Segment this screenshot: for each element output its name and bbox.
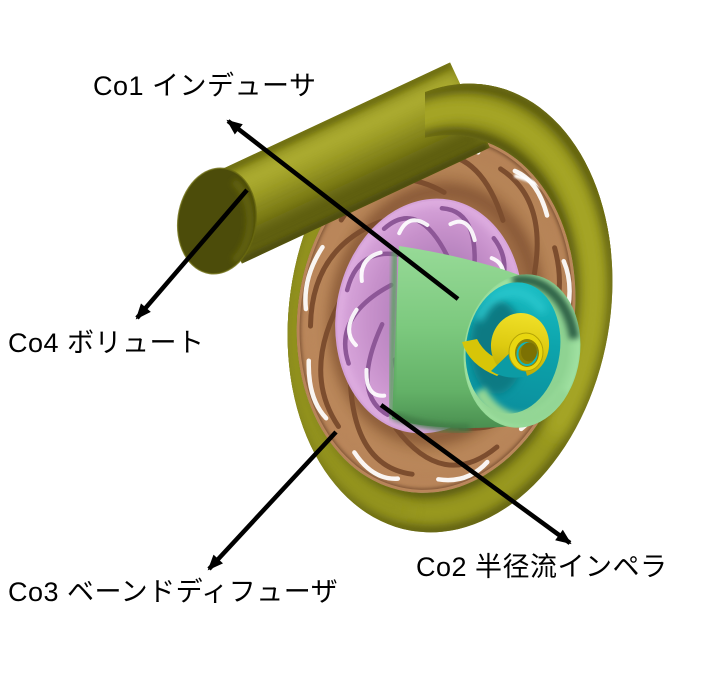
- label-co1-inducer: Co1 インデューサ: [93, 71, 317, 101]
- label-co3-diffuser: Co3 ベーンドディフューザ: [8, 577, 339, 607]
- label-co2-impeller: Co2 半径流インペラ: [416, 552, 668, 582]
- leader-lines: [135, 119, 572, 571]
- leader-line-co1: [226, 119, 460, 301]
- leader-line-co2: [379, 403, 572, 545]
- inducer-spiral-blade: [462, 313, 550, 378]
- leader-line-co4: [135, 188, 249, 320]
- leader-line-co3: [207, 430, 338, 571]
- inducer-exit-face: [462, 274, 581, 428]
- label-co4-volute: Co4 ボリュート: [8, 328, 205, 358]
